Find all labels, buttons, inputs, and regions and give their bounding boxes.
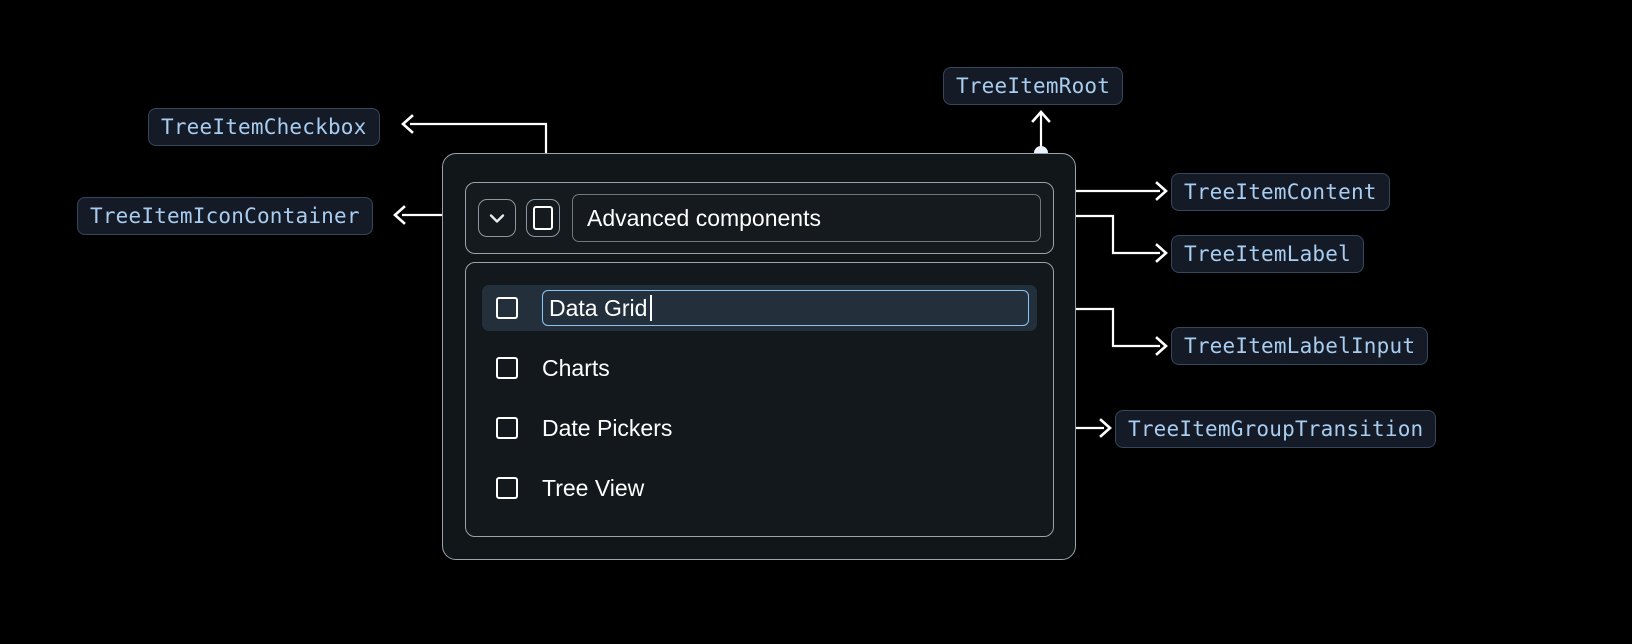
checkbox-square-icon[interactable] xyxy=(496,297,518,319)
tree-item-tree-view[interactable]: Tree View xyxy=(482,465,1037,511)
checkbox-square-icon[interactable] xyxy=(496,417,518,439)
tree-item-label-text: Charts xyxy=(542,354,610,381)
tree-item-content[interactable]: Advanced components xyxy=(465,182,1054,254)
text-caret xyxy=(650,295,652,321)
annotation-tree-item-label-input: TreeItemLabelInput xyxy=(1171,327,1429,365)
annotation-tree-item-content: TreeItemContent xyxy=(1171,173,1390,211)
tree-item-icon-container[interactable] xyxy=(478,199,516,237)
annotation-tree-item-checkbox: TreeItemCheckbox xyxy=(148,108,380,146)
tree-item-data-grid[interactable]: Data Grid xyxy=(482,285,1037,331)
annotation-tree-item-root: TreeItemRoot xyxy=(943,67,1124,105)
tree-item-label[interactable]: Advanced components xyxy=(572,194,1041,242)
checkbox-square-icon[interactable] xyxy=(496,477,518,499)
checkbox-square-icon[interactable] xyxy=(496,357,518,379)
tree-item-root[interactable]: Advanced components Data Grid Charts Dat… xyxy=(442,153,1076,560)
tree-item-label-text: Tree View xyxy=(542,474,645,501)
checkbox-square-icon xyxy=(533,206,553,230)
tree-item-checkbox[interactable] xyxy=(526,199,560,237)
annotation-tree-item-group-transition: TreeItemGroupTransition xyxy=(1115,410,1437,448)
tree-item-charts[interactable]: Charts xyxy=(482,345,1037,391)
annotation-tree-item-label: TreeItemLabel xyxy=(1171,235,1364,273)
tree-item-label-text: Advanced components xyxy=(587,204,821,231)
tree-item-label-input-value: Data Grid xyxy=(549,294,648,321)
chevron-down-icon xyxy=(485,206,509,230)
tree-item-label-text: Date Pickers xyxy=(542,414,673,441)
tree-item-date-pickers[interactable]: Date Pickers xyxy=(482,405,1037,451)
tree-item-group-transition: Data Grid Charts Date Pickers Tree View xyxy=(465,262,1054,537)
annotation-tree-item-icon-container: TreeItemIconContainer xyxy=(77,197,373,235)
tree-item-label-input[interactable]: Data Grid xyxy=(542,290,1029,326)
